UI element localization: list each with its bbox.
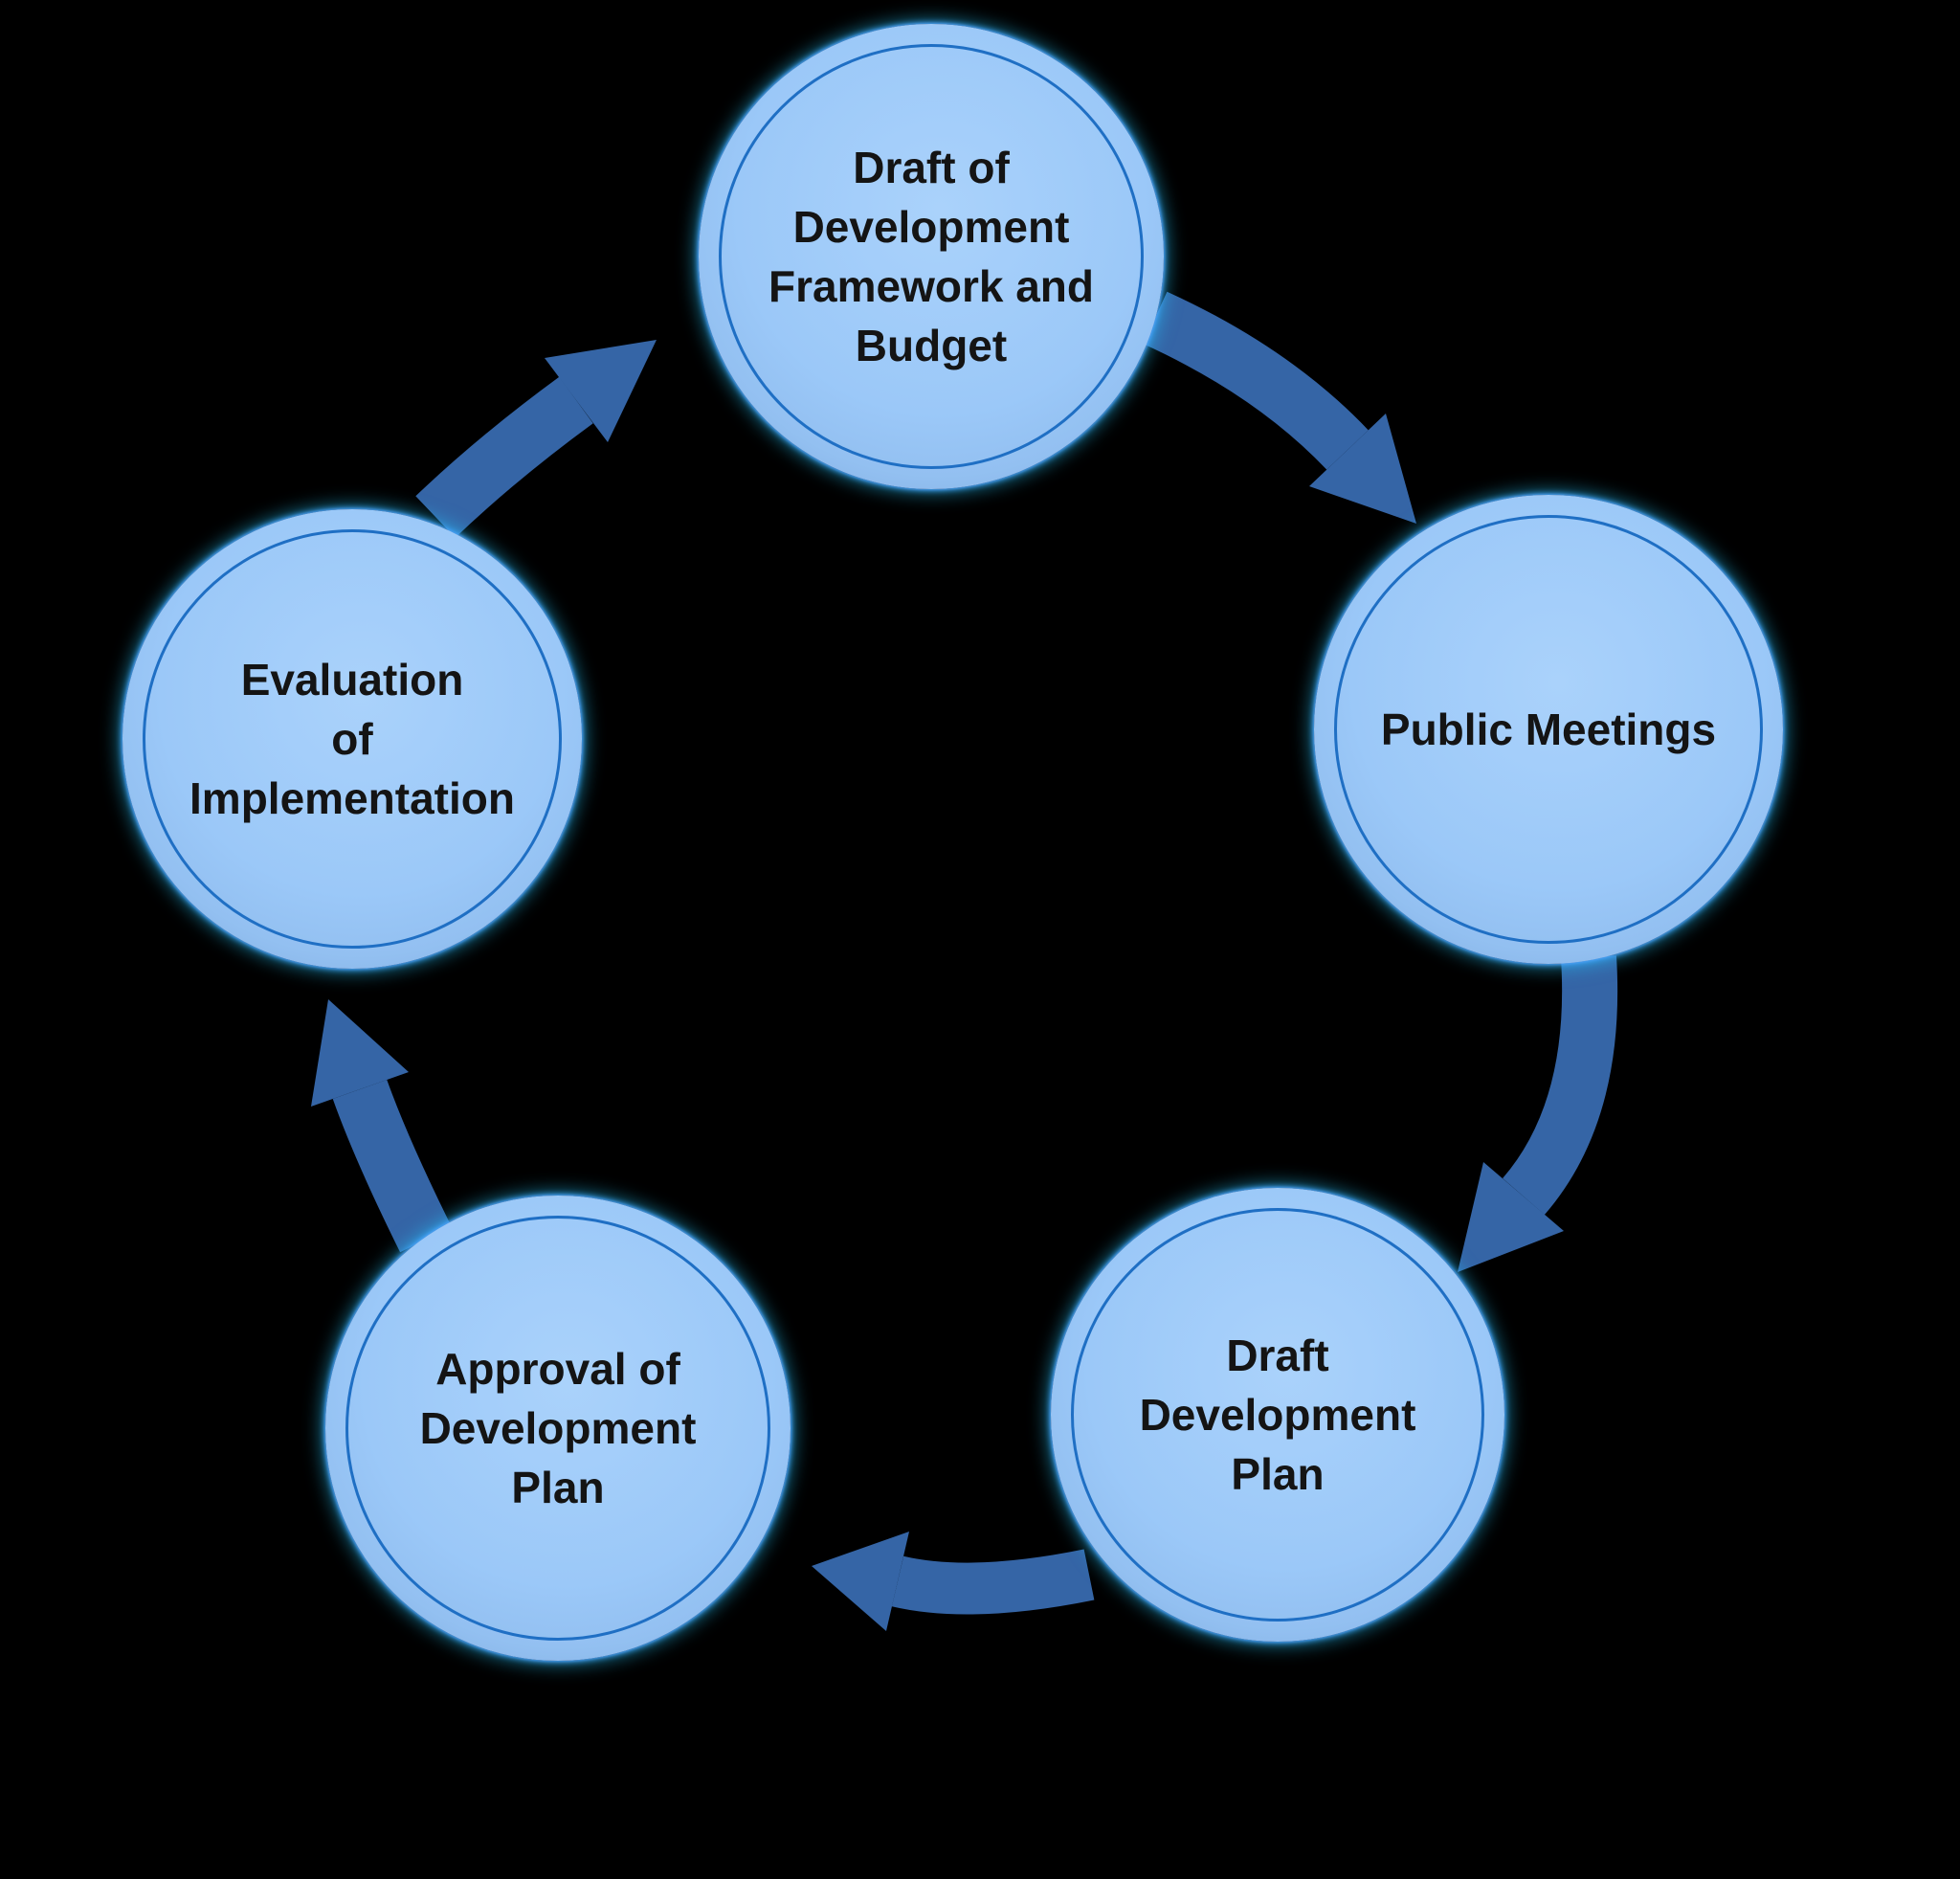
node-label: Draft of Development Framework and Budge… bbox=[768, 143, 1094, 370]
node-inner-ring bbox=[1334, 515, 1763, 944]
process-node-public-meetings: Public Meetings bbox=[1314, 495, 1783, 964]
arrow-band bbox=[332, 1079, 452, 1253]
node-label: Public Meetings bbox=[1380, 705, 1717, 754]
flow-arrow-draft-framework-to-public-meetings bbox=[1143, 291, 1416, 524]
process-node-draft-development-plan: Draft Development Plan bbox=[1051, 1188, 1504, 1642]
node-inner-ring bbox=[719, 44, 1144, 469]
node-label: Evaluation of Implementation bbox=[189, 655, 515, 823]
arrow-band bbox=[1143, 291, 1369, 470]
arrow-head-icon bbox=[1458, 1162, 1564, 1272]
process-node-evaluation-implementation: Evaluation of Implementation bbox=[122, 509, 582, 969]
node-inner-ring bbox=[345, 1216, 770, 1641]
node-label: Draft Development Plan bbox=[1139, 1331, 1416, 1499]
node-inner-ring bbox=[1071, 1208, 1484, 1622]
process-node-approval-development-plan: Approval of Development Plan bbox=[325, 1196, 791, 1661]
arrow-band bbox=[415, 376, 593, 538]
node-label: Approval of Development Plan bbox=[419, 1344, 697, 1512]
arrow-head-icon bbox=[311, 999, 409, 1107]
arrow-band bbox=[1502, 955, 1618, 1215]
flow-arrow-evaluation-to-draft-framework bbox=[415, 340, 657, 538]
node-inner-ring bbox=[143, 529, 562, 949]
flow-arrow-public-meetings-to-draft-plan bbox=[1458, 955, 1618, 1272]
arrow-head-icon bbox=[1309, 414, 1416, 524]
arrow-band bbox=[891, 1549, 1095, 1615]
arrow-head-icon bbox=[545, 340, 657, 442]
arrow-head-icon bbox=[812, 1532, 909, 1631]
flow-arrow-draft-plan-to-approval bbox=[812, 1532, 1095, 1631]
process-node-draft-framework-budget: Draft of Development Framework and Budge… bbox=[699, 24, 1164, 489]
flow-arrow-approval-to-evaluation bbox=[311, 999, 452, 1253]
